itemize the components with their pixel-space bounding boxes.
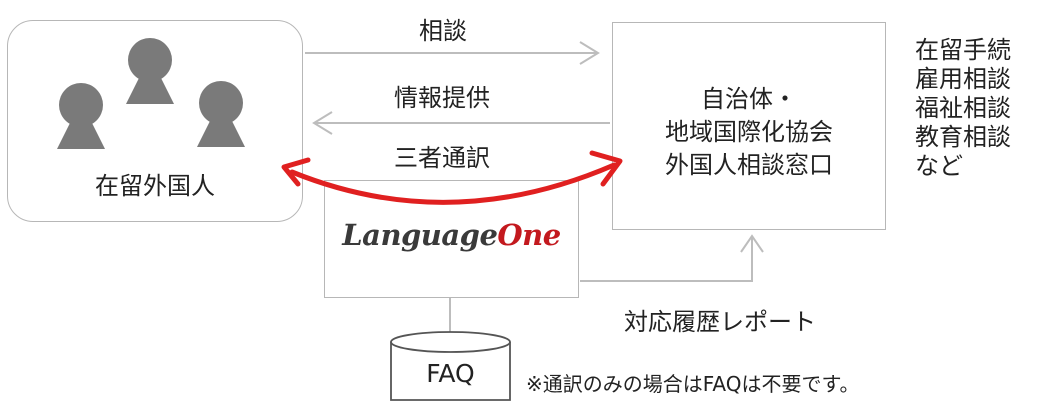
info-provision-label: 情報提供 — [394, 84, 490, 112]
person-icon — [57, 83, 105, 149]
faq-database-icon — [390, 331, 511, 401]
municipality-label-line3: 外国人相談窓口 — [665, 151, 833, 179]
logo-language-text: Language — [342, 218, 498, 252]
info-arrow — [312, 111, 610, 135]
languageone-logo: LanguageOne — [324, 218, 579, 252]
person-icon — [197, 81, 245, 147]
consult-label: 相談 — [419, 17, 467, 45]
topic-item: 福祉相談 — [915, 94, 1011, 122]
person-icon — [126, 38, 174, 104]
municipality-label-line1: 自治体・ — [701, 85, 797, 113]
logo-one-text: One — [497, 218, 561, 252]
interpretation-arrow — [281, 150, 623, 205]
municipality-box — [612, 22, 886, 230]
municipality-label-line2: 地域国際化協会 — [665, 118, 833, 146]
foreign-residents-label: 在留外国人 — [95, 172, 215, 200]
faq-note: ※通訳のみの場合はFAQは不要です。 — [526, 372, 860, 396]
faq-label: FAQ — [426, 359, 475, 388]
three-way-interpretation-label: 三者通訳 — [394, 144, 490, 172]
topic-item: など — [915, 152, 963, 180]
report-arrow — [580, 234, 764, 282]
topic-item: 雇用相談 — [915, 65, 1011, 93]
consult-arrow — [305, 41, 600, 65]
report-label: 対応履歴レポート — [624, 308, 816, 336]
languageone-box — [324, 180, 579, 298]
topic-item: 教育相談 — [915, 123, 1011, 151]
topic-item: 在留手続 — [915, 36, 1011, 64]
topic-list: 在留手続 雇用相談 福祉相談 教育相談 など — [915, 36, 1011, 181]
